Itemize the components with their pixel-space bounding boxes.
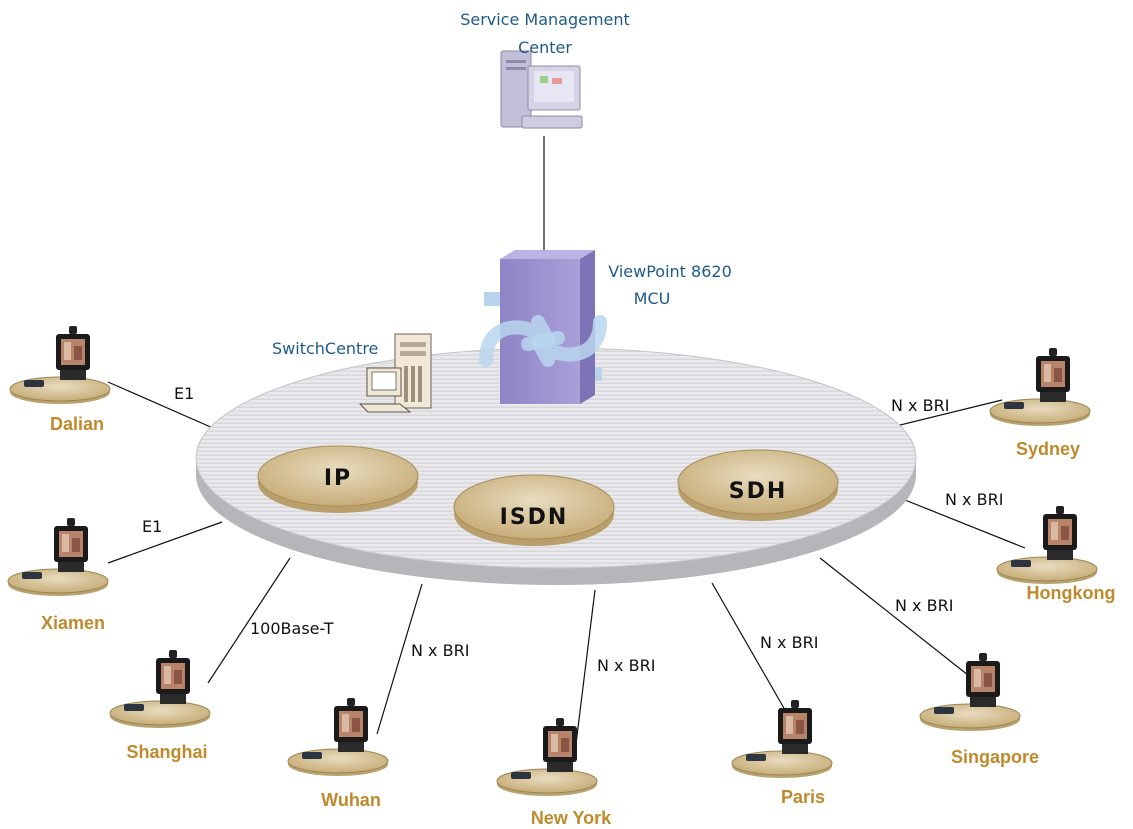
- server-icon: [358, 333, 432, 413]
- videoconference-terminal-icon: [989, 347, 1091, 427]
- site-hongkong-name: Hongkong: [1027, 583, 1116, 603]
- site-wuhan-name: Wuhan: [321, 790, 381, 810]
- site-paris-name: Paris: [781, 787, 825, 807]
- site-newyork-name: New York: [531, 808, 612, 828]
- site-paris: Paris N x BRI: [731, 633, 833, 807]
- network-ip: IP: [257, 445, 419, 513]
- computer-icon: [500, 50, 583, 129]
- site-wuhan: Wuhan N x BRI: [287, 641, 469, 810]
- site-wuhan-link: N x BRI: [411, 641, 469, 660]
- link-shanghai: [207, 557, 291, 684]
- videoconference-terminal-icon: [496, 717, 598, 797]
- link-xiamen: [107, 521, 223, 564]
- site-singapore-name: Singapore: [951, 747, 1039, 767]
- site-xiamen-name: Xiamen: [41, 613, 105, 633]
- site-xiamen: Xiamen E1: [7, 517, 162, 633]
- link-newyork: [574, 589, 596, 753]
- videoconference-terminal-icon: [996, 505, 1098, 585]
- site-shanghai-link: 100Base-T: [250, 619, 334, 638]
- site-hongkong: Hongkong N x BRI: [945, 490, 1115, 603]
- link-hongkong: [904, 499, 1026, 549]
- link-wuhan: [376, 583, 423, 735]
- switchcentre-label: SwitchCentre: [272, 339, 378, 358]
- site-singapore-link: N x BRI: [895, 596, 953, 615]
- site-dalian-link: E1: [174, 384, 194, 403]
- smc-label-line2: Center: [518, 38, 572, 57]
- smc-label-line1: Service Management: [460, 10, 630, 29]
- videoconference-terminal-icon: [9, 325, 111, 405]
- link-dalian: [107, 381, 223, 433]
- videoconference-terminal-icon: [731, 699, 833, 779]
- mcu-label-line1: ViewPoint 8620: [608, 262, 732, 281]
- site-sydney: Sydney N x BRI: [891, 347, 1091, 459]
- site-paris-link: N x BRI: [760, 633, 818, 652]
- link-singapore: [819, 557, 979, 684]
- link-sydney: [879, 399, 1003, 431]
- site-dalian-name: Dalian: [50, 414, 104, 434]
- network-isdn-label: ISDN: [500, 505, 569, 530]
- network-sdh-label: SDH: [729, 479, 788, 504]
- site-hongkong-link: N x BRI: [945, 490, 1003, 509]
- site-shanghai-name: Shanghai: [126, 742, 207, 762]
- site-singapore: Singapore N x BRI: [895, 596, 1039, 767]
- site-shanghai: Shanghai 100Base-T: [109, 619, 334, 762]
- network-ip-label: IP: [324, 466, 352, 491]
- site-sydney-name: Sydney: [1016, 439, 1080, 459]
- network-sdh: SDH: [677, 449, 839, 521]
- site-newyork: New York N x BRI: [496, 656, 655, 828]
- videoconference-terminal-icon: [919, 652, 1021, 732]
- videoconference-terminal-icon: [7, 517, 109, 597]
- site-xiamen-link: E1: [142, 517, 162, 536]
- network-isdn: ISDN: [453, 474, 615, 546]
- mcu-label-line2: MCU: [634, 289, 671, 308]
- site-newyork-link: N x BRI: [597, 656, 655, 675]
- videoconference-terminal-icon: [287, 697, 389, 777]
- site-sydney-link: N x BRI: [891, 396, 949, 415]
- site-dalian: Dalian E1: [9, 325, 194, 434]
- videoconference-terminal-icon: [109, 649, 211, 729]
- mcu-icon: [479, 250, 607, 404]
